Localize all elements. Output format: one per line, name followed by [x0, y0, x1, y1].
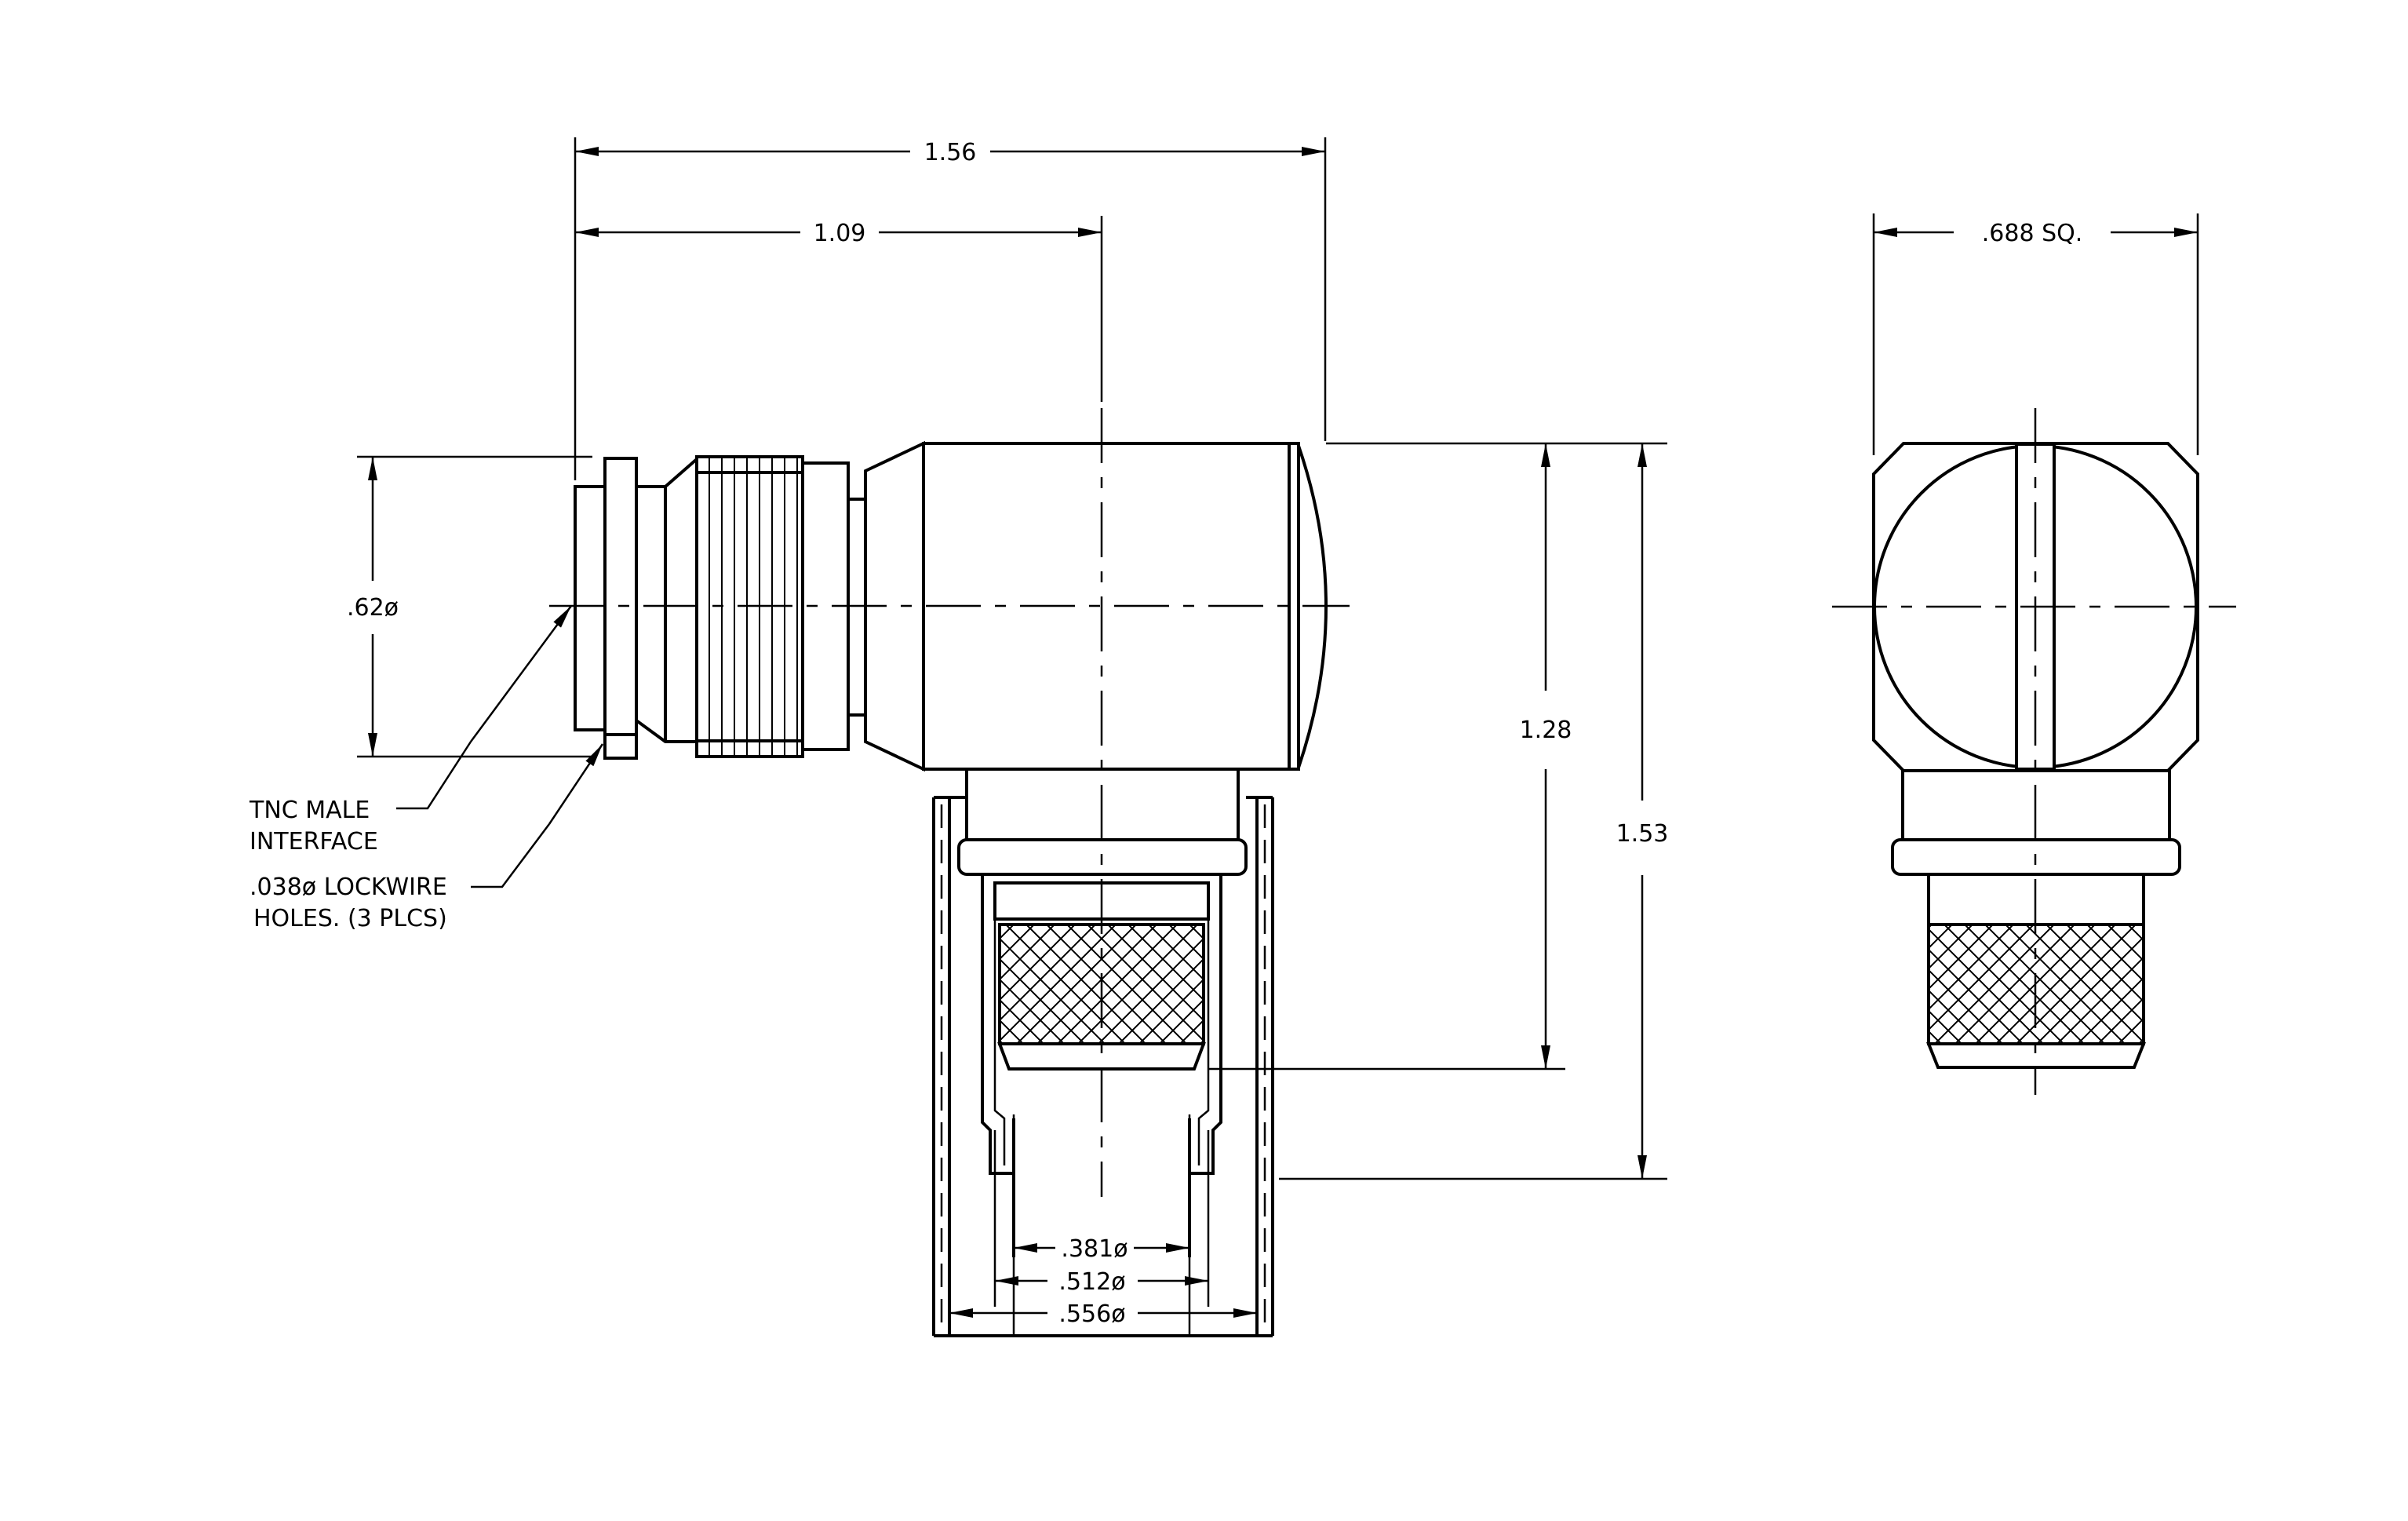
dim-1-09: 1.09	[814, 220, 866, 247]
dim-512-dia: .512ø	[1058, 1268, 1125, 1296]
cable-sleeve	[932, 796, 1274, 1337]
callout-holes: HOLES. (3 PLCS)	[253, 905, 447, 932]
dim-1-56: 1.56	[924, 139, 977, 166]
dim-556-dia: .556ø	[1058, 1300, 1125, 1328]
dim-62-dia: .62ø	[347, 594, 399, 622]
callout-tnc-male: TNC MALE	[249, 797, 370, 824]
interface-leader	[396, 741, 472, 810]
dim-688-sq: .688 SQ.	[1982, 220, 2083, 247]
callout-interface: INTERFACE	[250, 828, 378, 855]
dim-1-28: 1.28	[1520, 717, 1572, 744]
lockwire-flange	[603, 457, 638, 760]
dimension-lines	[357, 137, 2199, 1334]
dimension-labels: 1.56 1.09 .688 SQ. .62ø 1.28 1.53 .381ø …	[347, 139, 2082, 1328]
callout-labels: TNC MALE INTERFACE .038ø LOCKWIRE HOLES.…	[249, 797, 447, 932]
dim-1-53: 1.53	[1616, 820, 1669, 848]
lockwire-leader	[471, 823, 550, 888]
callout-lockwire: .038ø LOCKWIRE	[250, 874, 447, 901]
end-view	[1832, 408, 2236, 1095]
side-view	[549, 408, 1350, 1337]
dim-381-dia: .381ø	[1061, 1235, 1127, 1263]
tnc-interface-face	[574, 485, 607, 731]
